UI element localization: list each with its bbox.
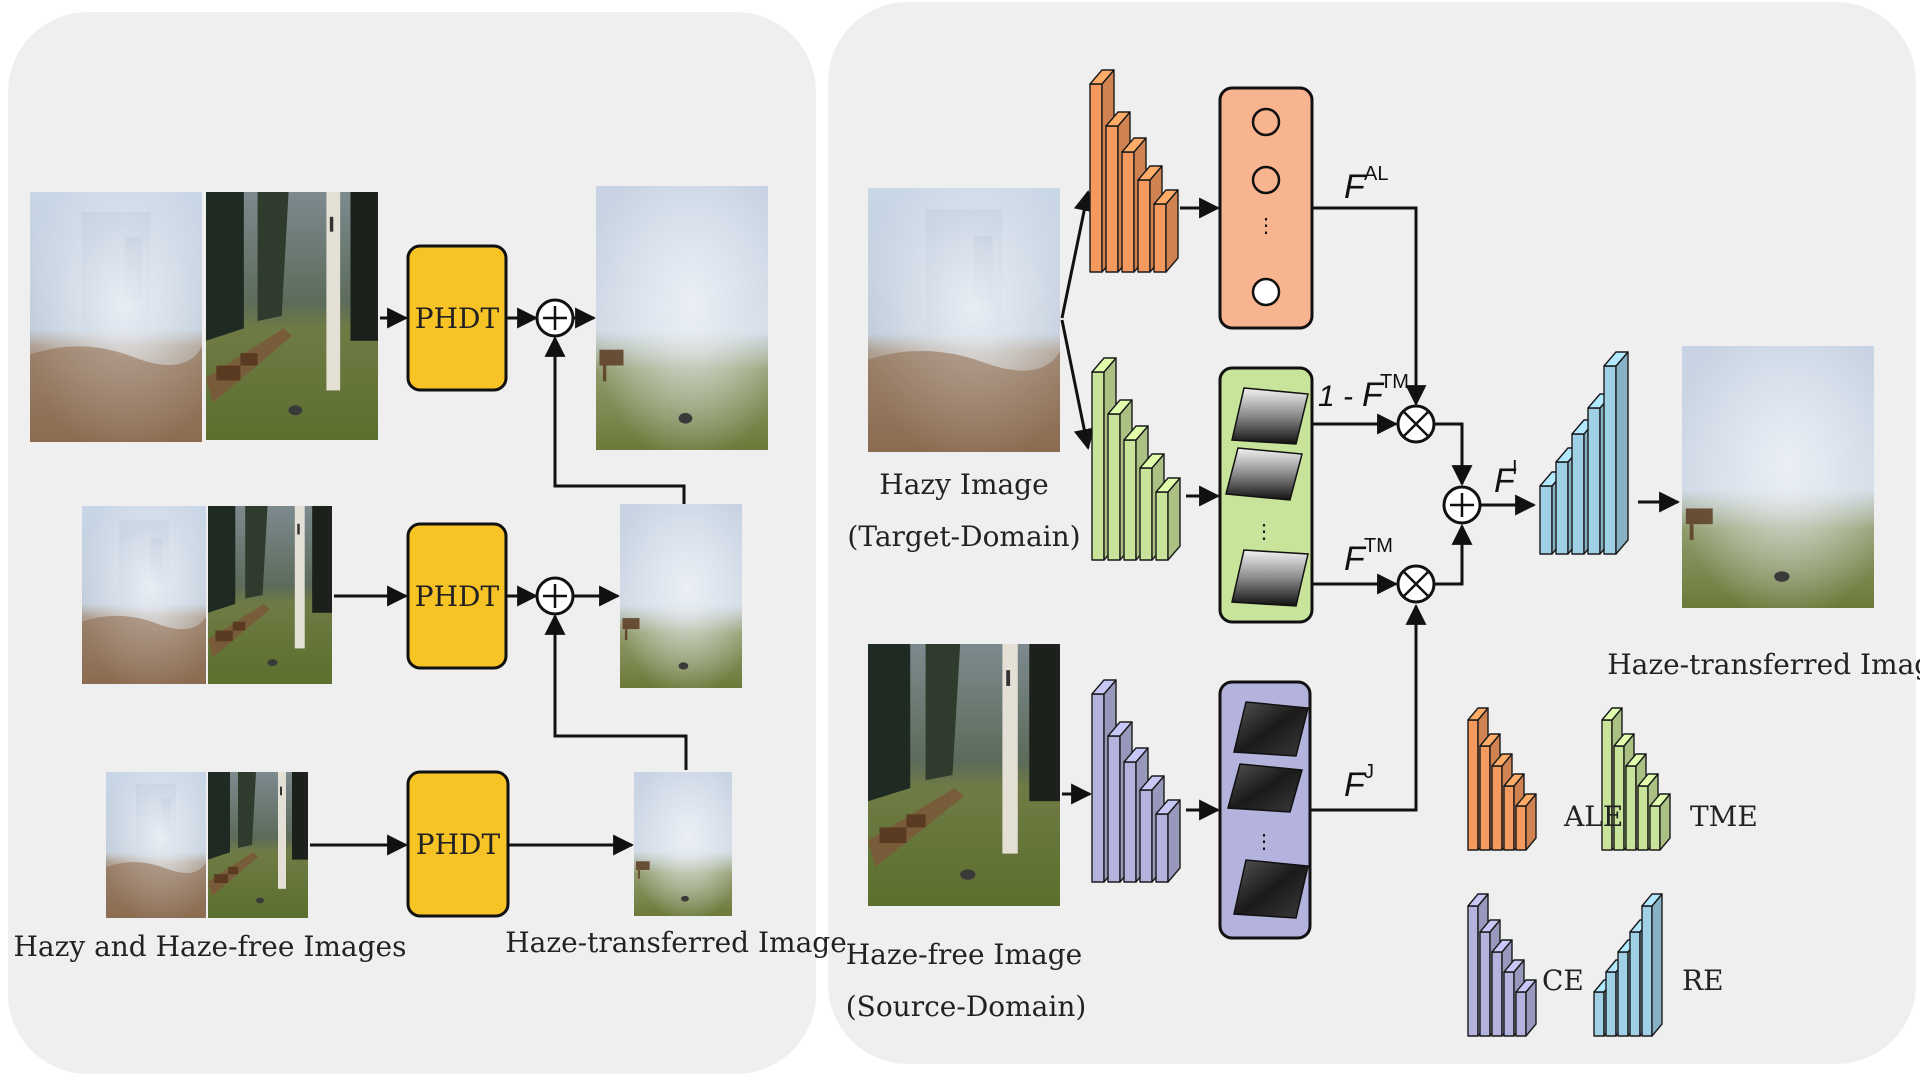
svg-text:⋮: ⋮ (1254, 831, 1274, 853)
label-f-j: F J (1344, 761, 1374, 804)
svg-text:F: F (1344, 168, 1367, 206)
hazy-target-image (868, 188, 1060, 452)
clear-caption-line1: Haze-free Image (846, 938, 1082, 971)
svg-text:J: J (1364, 761, 1374, 783)
svg-text:F: F (1362, 376, 1385, 414)
label-f-tm: F TM (1344, 535, 1393, 578)
tme-encoder (1091, 357, 1181, 561)
transferred-image-row3 (634, 772, 732, 916)
bar-layer (1153, 189, 1179, 273)
right-output-caption: Haze-transferred Image (1607, 648, 1920, 681)
svg-text:⋮: ⋮ (1256, 215, 1276, 237)
bar-layer (1503, 959, 1525, 1037)
legend-re-icon (1593, 893, 1663, 1037)
bar-layer (1603, 351, 1629, 555)
haze-transferred-output-image (1682, 346, 1874, 608)
hazy-image-row2 (82, 506, 206, 684)
clear-image-row3 (208, 772, 308, 918)
transferred-image-row2 (620, 504, 742, 688)
legend-ce-icon (1467, 893, 1537, 1037)
hazy-image-row3 (106, 772, 206, 918)
left-output-caption: Haze-transferred Image (505, 926, 847, 959)
svg-text:1 -: 1 - (1318, 380, 1353, 413)
hazy-image-row1 (30, 192, 202, 442)
bar-layer (1155, 477, 1181, 561)
hazy-caption-line2: (Target-Domain) (847, 520, 1080, 553)
svg-text:F: F (1344, 766, 1367, 804)
hazy-caption-line1: Hazy Image (879, 468, 1048, 501)
svg-text:⋮: ⋮ (1254, 521, 1274, 543)
svg-text:I: I (1512, 457, 1518, 479)
ce-encoder (1091, 679, 1181, 883)
svg-text:F: F (1494, 462, 1517, 500)
svg-text:F: F (1344, 540, 1367, 578)
phdt-label-row2: PHDT (415, 580, 500, 613)
re-decoder (1539, 351, 1629, 555)
bar-layer (1155, 799, 1181, 883)
svg-text:AL: AL (1364, 163, 1388, 185)
legend-ale-label: ALE (1563, 800, 1623, 833)
phdt-label-row1: PHDT (415, 302, 500, 335)
legend-tme-label: TME (1690, 800, 1758, 833)
svg-text:TM: TM (1380, 371, 1409, 393)
clear-image-row1 (206, 192, 378, 440)
label-one-minus-f-tm: 1 - F TM (1318, 371, 1409, 414)
bar-layer (1649, 793, 1671, 851)
transferred-image-row1 (596, 186, 768, 450)
bar-layer (1641, 893, 1663, 1037)
label-f-al: F AL (1344, 163, 1388, 206)
clear-image-row2 (208, 506, 332, 684)
clear-caption-line2: (Source-Domain) (846, 990, 1087, 1023)
clear-source-image (868, 644, 1060, 906)
legend-ce-label: CE (1542, 964, 1584, 997)
label-f-i: F I (1494, 457, 1518, 500)
bar-layer (1515, 793, 1537, 851)
legend-re-label: RE (1682, 964, 1724, 997)
legend-ale-icon (1467, 707, 1537, 851)
svg-text:TM: TM (1364, 535, 1393, 557)
phdt-label-row3: PHDT (416, 828, 501, 861)
bar-layer (1515, 979, 1537, 1037)
legend-tme-icon (1601, 707, 1671, 851)
ale-encoder (1089, 69, 1179, 273)
input-caption: Hazy and Haze-free Images (14, 930, 407, 963)
